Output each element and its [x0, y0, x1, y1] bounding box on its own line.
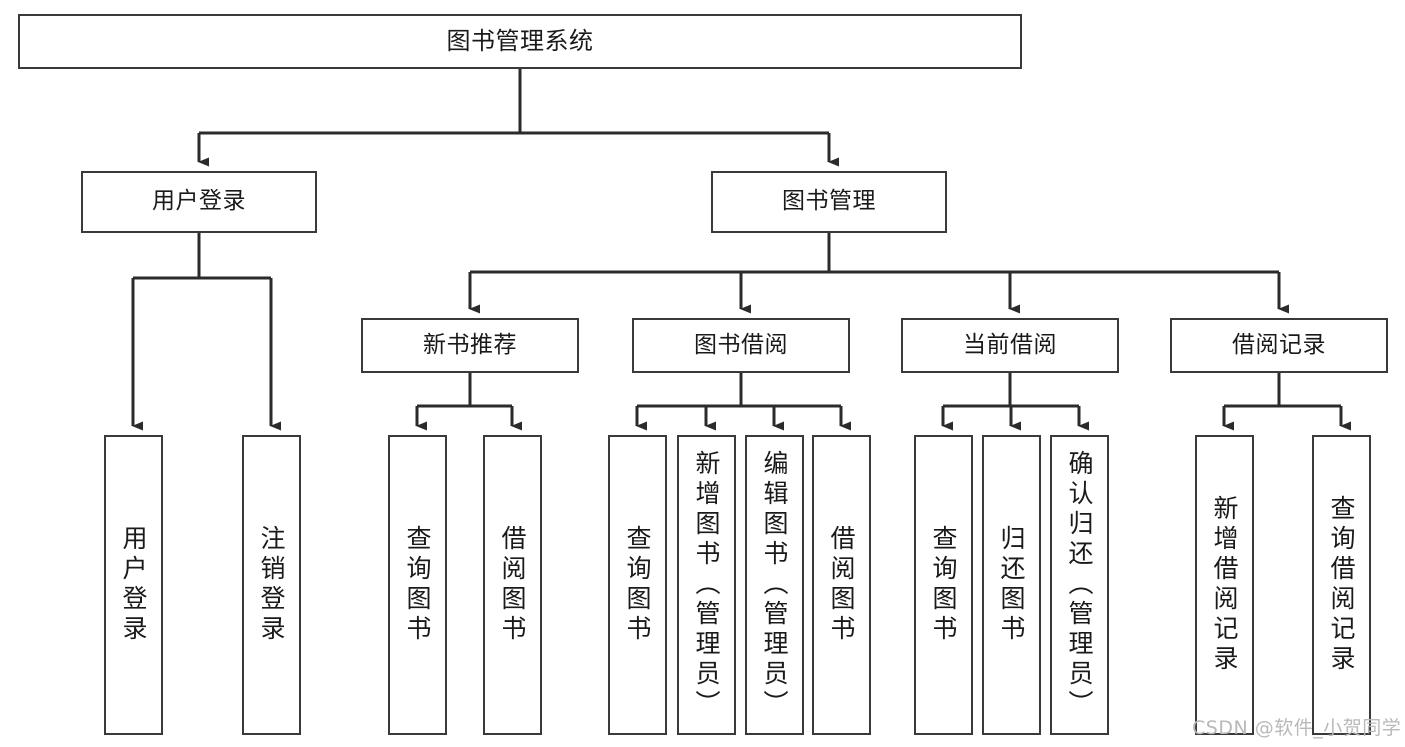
- node-leaf-user-login[interactable]: 用户登录: [104, 435, 163, 735]
- node-leaf-query-book-2[interactable]: 查询图书: [608, 435, 667, 735]
- node-leaf-query-book-3[interactable]: 查询图书: [914, 435, 973, 735]
- node-leaf-return-book[interactable]: 归还图书: [982, 435, 1041, 735]
- node-label: 用户登录: [119, 525, 148, 645]
- node-label: 借阅记录: [1232, 331, 1326, 358]
- node-label: 新书推荐: [423, 331, 517, 358]
- node-label: 编辑图书（管理员）: [760, 450, 789, 720]
- csdn-watermark: CSDN @软件_小贺同学: [1192, 717, 1402, 739]
- node-label: 归还图书: [997, 525, 1026, 645]
- node-label: 查询图书: [403, 525, 432, 645]
- node-borrowing-record[interactable]: 借阅记录: [1170, 318, 1388, 373]
- node-label: 图书借阅: [694, 331, 788, 358]
- node-label: 查询图书: [623, 525, 652, 645]
- node-leaf-confirm-return-admin[interactable]: 确认归还（管理员）: [1050, 435, 1109, 735]
- node-label: 借阅图书: [498, 525, 527, 645]
- node-leaf-edit-book-admin[interactable]: 编辑图书（管理员）: [745, 435, 804, 735]
- node-leaf-query-borrow-record[interactable]: 查询借阅记录: [1312, 435, 1371, 735]
- node-leaf-add-borrow-record[interactable]: 新增借阅记录: [1195, 435, 1254, 735]
- node-current-borrowing[interactable]: 当前借阅: [901, 318, 1119, 373]
- node-label: 图书管理系统: [446, 27, 594, 56]
- node-label: 注销登录: [257, 525, 286, 645]
- node-label: 图书管理: [782, 188, 876, 215]
- node-user-login[interactable]: 用户登录: [81, 171, 317, 233]
- node-label: 用户登录: [152, 188, 246, 215]
- node-leaf-logout[interactable]: 注销登录: [242, 435, 301, 735]
- node-leaf-borrow-book-2[interactable]: 借阅图书: [812, 435, 871, 735]
- node-label: 借阅图书: [827, 525, 856, 645]
- node-label: 新增借阅记录: [1210, 495, 1239, 675]
- node-leaf-query-book-1[interactable]: 查询图书: [388, 435, 447, 735]
- node-label: 新增图书（管理员）: [692, 450, 721, 720]
- node-label: 查询借阅记录: [1327, 495, 1356, 675]
- node-book-management[interactable]: 图书管理: [711, 171, 947, 233]
- node-leaf-add-book-admin[interactable]: 新增图书（管理员）: [677, 435, 736, 735]
- node-label: 当前借阅: [963, 331, 1057, 358]
- node-leaf-borrow-book-1[interactable]: 借阅图书: [483, 435, 542, 735]
- node-book-borrowing[interactable]: 图书借阅: [632, 318, 850, 373]
- node-new-book-recommendation[interactable]: 新书推荐: [361, 318, 579, 373]
- node-label: 查询图书: [929, 525, 958, 645]
- node-root-book-management-system[interactable]: 图书管理系统: [18, 14, 1022, 69]
- node-label: 确认归还（管理员）: [1065, 450, 1094, 720]
